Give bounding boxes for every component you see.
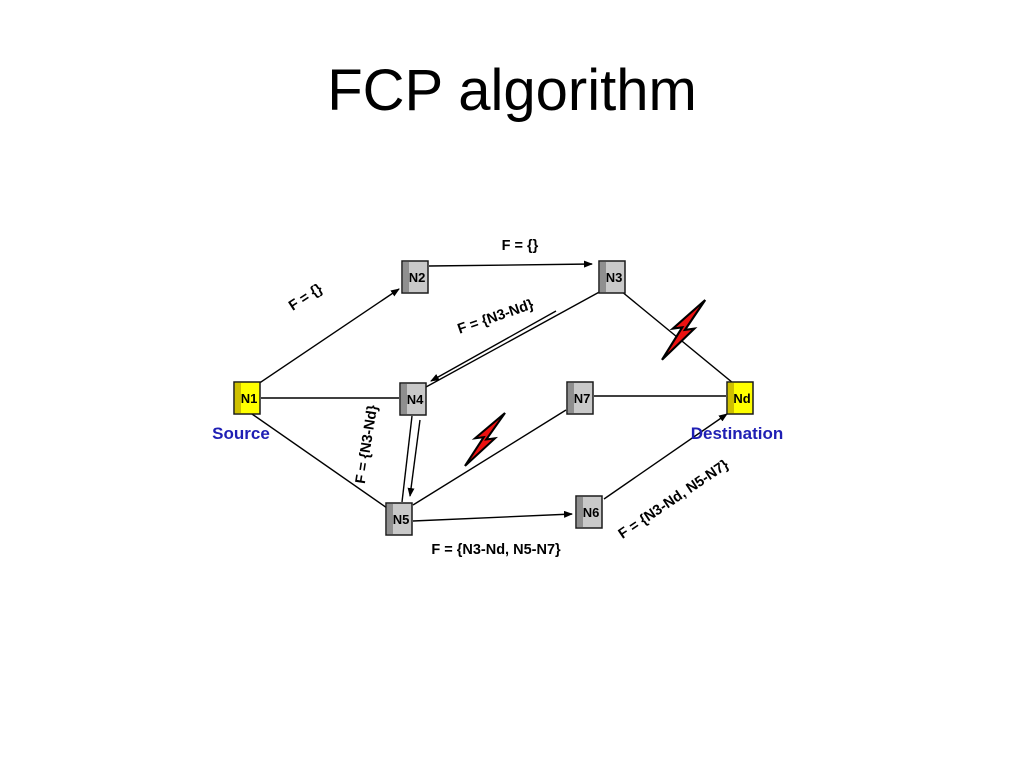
source-label: Source — [212, 424, 270, 443]
node-label: N7 — [574, 391, 591, 406]
lightning-bolt-icon — [661, 299, 707, 361]
edge-n3-n4 — [425, 289, 604, 388]
edge-label-n6-nd: F = {N3-Nd, N5-N7} — [616, 457, 732, 543]
edge-label-n1-n2: F = {} — [286, 281, 326, 315]
arrow-n5-n6 — [412, 510, 573, 522]
lightning-bolt-icon — [464, 412, 506, 467]
node-n5: N5 — [385, 502, 413, 536]
slide-title: FCP algorithm — [327, 58, 697, 123]
node-label: N5 — [393, 512, 410, 527]
edge-label-n4-n5: F = {N3-Nd} — [353, 404, 381, 485]
node-n3: N3 — [598, 260, 626, 294]
arrow-n6-nd — [603, 413, 728, 500]
node-n2: N2 — [401, 260, 429, 294]
arrow-n4-n5 — [407, 419, 421, 497]
node-label: N3 — [606, 270, 623, 285]
edge-label-n5-n6: F = {N3-Nd, N5-N7} — [431, 542, 561, 558]
edge-label-n2-n3: F = {} — [502, 238, 539, 254]
node-n6: N6 — [575, 495, 603, 529]
node-nd: Nd — [726, 381, 754, 415]
node-n7: N7 — [566, 381, 594, 415]
arrow-n1-n2 — [257, 288, 400, 385]
arrow-n2-n3 — [428, 260, 593, 268]
node-label: N6 — [583, 505, 600, 520]
node-label: N4 — [407, 392, 424, 407]
arrow-n3-n4 — [430, 310, 557, 382]
edge-label-n3-n4: F = {N3-Nd} — [456, 297, 537, 338]
node-label: Nd — [733, 391, 750, 406]
destination-label: Destination — [691, 424, 784, 443]
edge-n5-n7-failed — [412, 409, 567, 506]
node-label: N1 — [241, 391, 258, 406]
node-label: N2 — [409, 270, 426, 285]
node-n1: N1 — [233, 381, 261, 415]
edge-n4-n5 — [401, 415, 413, 503]
edge-n1-n5 — [251, 413, 388, 509]
node-n4: N4 — [399, 382, 427, 416]
